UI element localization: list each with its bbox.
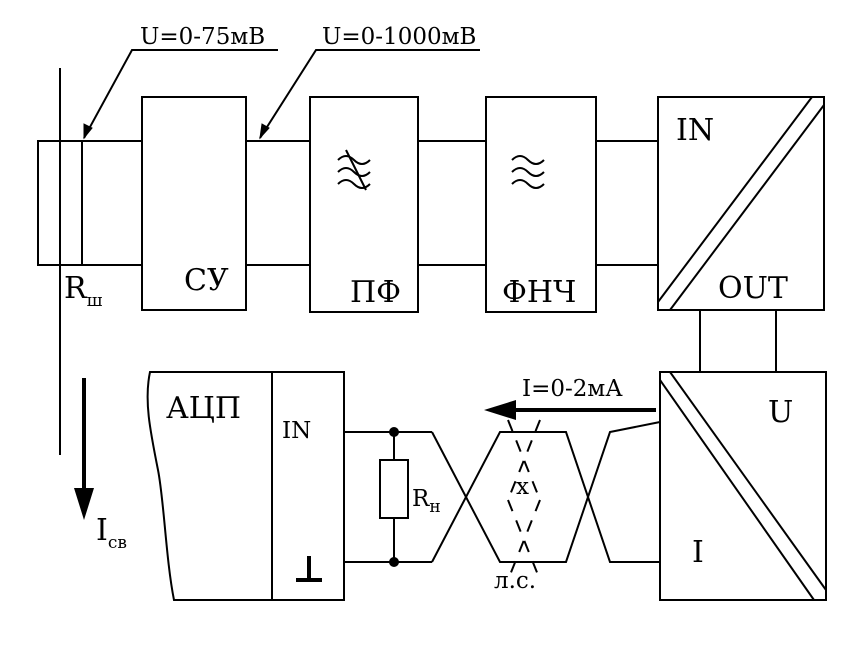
block-adc	[146, 371, 345, 601]
block-fnch-label: ФНЧ	[502, 275, 576, 310]
block-converter	[657, 96, 825, 311]
ui-i-label: I	[692, 535, 704, 570]
voltage-shunt-label: U=0-75мВ	[140, 24, 265, 50]
adc-label: АЦП	[166, 391, 241, 426]
block-pf	[309, 96, 419, 313]
pointer-75mv-arrowhead	[83, 123, 93, 140]
load-resistor-label: Rн	[412, 486, 441, 517]
block-fnch	[485, 96, 597, 313]
ui-u-label: U	[768, 395, 793, 430]
shunt-voltage-tap	[81, 140, 143, 266]
ui-diagonal-1	[659, 379, 815, 601]
shield-dash-2	[507, 419, 541, 501]
pointer-1000mv-arrowhead	[259, 123, 270, 140]
line-shield-label: л.с.	[494, 568, 536, 594]
converter-in-label: IN	[676, 113, 714, 148]
block-pf-label: ПФ	[350, 275, 401, 310]
leak-current-label: Iсв	[96, 513, 127, 553]
block-su	[141, 96, 247, 311]
block-ui-converter	[659, 371, 827, 601]
pointer-1000mv	[259, 49, 480, 139]
shield-dash-1	[507, 419, 541, 501]
converter-diagonal-1	[657, 96, 813, 303]
converter-diagonal-2	[669, 104, 825, 311]
block-su-label: СУ	[184, 263, 229, 298]
twisted-pair-wire-b	[431, 431, 660, 563]
adc-in-label: IN	[282, 418, 311, 444]
current-loop-label: I=0-2мА	[522, 376, 623, 402]
shunt-label: Rш	[64, 271, 103, 311]
shield-dash-4	[507, 499, 541, 581]
shield-dash-3	[507, 499, 541, 581]
line-cross-label: x	[516, 474, 529, 500]
voltage-amp-label: U=0-1000мВ	[322, 24, 476, 50]
ui-diagonal-2	[669, 371, 827, 591]
load-resistor	[379, 459, 409, 519]
twisted-pair-wire-a	[431, 421, 661, 563]
current-arrow-head	[484, 400, 516, 420]
leak-arrow-head	[74, 488, 94, 520]
adc-ground-icon	[296, 556, 322, 582]
converter-out-label: OUT	[718, 271, 788, 306]
pointer-75mv	[83, 49, 278, 139]
lowpass-filter-icon	[511, 155, 545, 189]
bandpass-filter-icon	[337, 149, 371, 191]
